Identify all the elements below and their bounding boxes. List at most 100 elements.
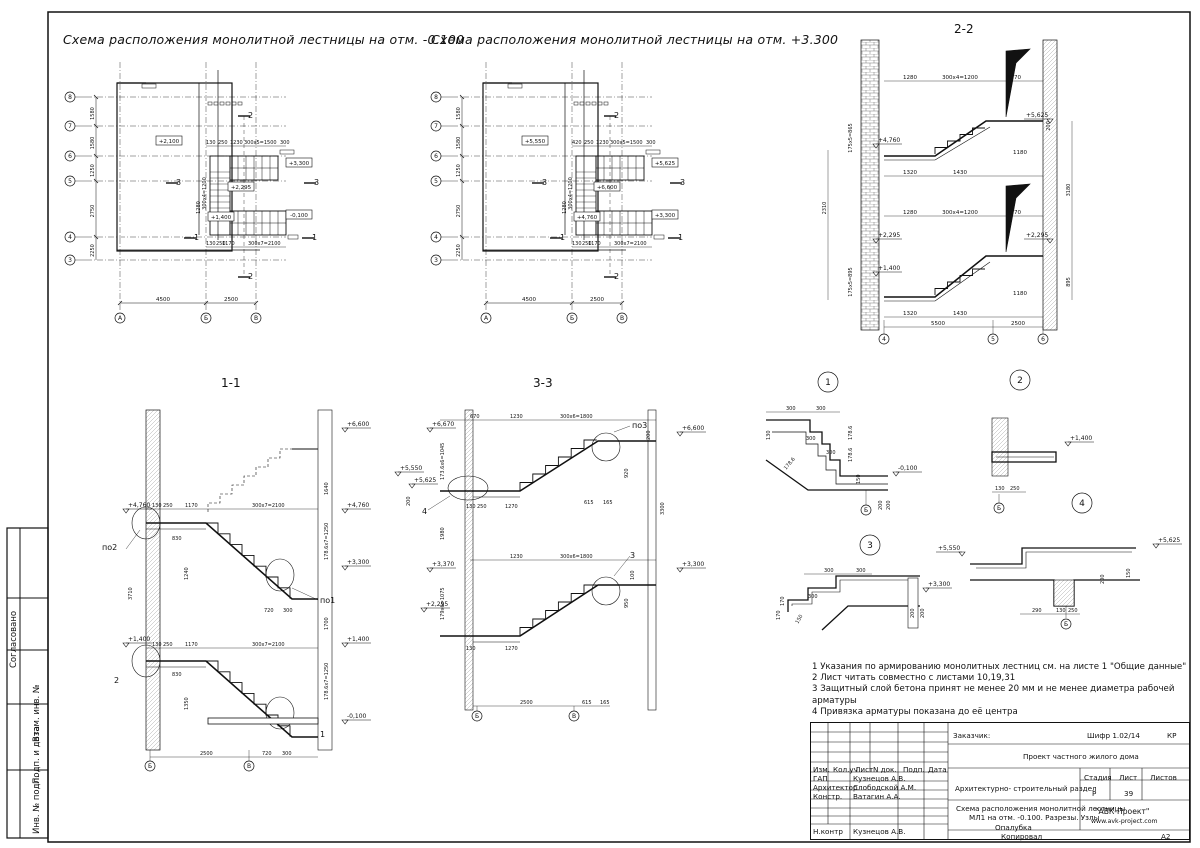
p1-window-cell [213,101,219,106]
s33-node-circle-lower [591,576,621,606]
s11-node-circle-lower [265,696,295,730]
p2-dim-tick [459,94,465,100]
s11-dim-300x7b: 300x7=2100 [252,642,285,648]
p2-level-3: +4,760 [577,215,598,221]
s22-dim-a-upper: 1280 [903,75,917,81]
s22-level-2295a: +2,295 [878,232,900,239]
p1-cut-label-1: 2 [248,272,253,281]
p1-axis-bubble-Б-label: Б [204,315,208,322]
tb-drawing-3: Опалубка [995,823,1032,832]
s11-axis-Б [144,760,156,772]
p1-axis-bubble-4-label: 4 [68,234,72,241]
tb-format: А2 [1161,832,1171,841]
node4-dim-130: 130 [1056,608,1066,614]
p2-window [507,83,523,89]
s33-dim-670: 670 [470,414,480,420]
tb-sheet-head: Лист [1119,773,1138,782]
s33-level-6600: +6,600 [682,425,704,432]
p1-dim-j: 300x4=1200 [202,177,208,210]
s22-axis-5-label: 5 [991,336,995,343]
node4-bubble [1071,492,1093,514]
p1-window-cell [231,101,237,106]
s33-dim-2500: 2500 [520,700,533,706]
p2-window-cell [573,101,579,106]
s33-axis-В-label: В [572,713,576,720]
p2-dim-4500: 4500 [522,297,536,303]
tb-code: Шифр 1.02/14 [1087,731,1140,740]
sheet-border [47,11,1191,843]
p1-dim-f: 1170 [222,241,235,247]
p1-landing [209,155,231,236]
s33-dim-300x6b: 300x6=1800 [560,554,593,560]
note-4: 4 Привязка арматуры показана до её центр… [812,706,1018,717]
s33-node4-ellipse [447,475,489,501]
s11-level-1400a: +1,400 [128,636,150,643]
p1-axis-bubble-А-label: А [118,315,123,322]
stamp-agreed: Согласовано [9,610,19,668]
s22-dim-2310: 2310 [822,202,828,215]
s22-steps-upper [934,127,985,154]
p1-axis-bubble-5-label: 5 [68,178,72,185]
plan1-title: Схема расположения монолитной лестницы н… [63,32,465,47]
note-3: 3 Защитный слой бетона принят не менее 2… [812,684,1175,695]
p1-dim-v: 1250 [90,164,96,177]
node3-dim-200a: 200 [910,608,916,618]
s11-left-wall [145,409,161,751]
p1-dim-tick [203,300,209,306]
s33-dim-179x6: 179x6=1075 [440,587,446,620]
tb-role-norm: Н.контр [813,827,843,836]
p2-dim-c: 1230 [596,140,609,146]
p1-axis-bubble-В-label: В [254,315,258,322]
p1-level-2: +2,295 [231,185,252,191]
p1-dim-tick [117,300,123,306]
s11-level-4760a: +4,760 [128,502,150,509]
p2-level-2: +6,600 [597,185,618,191]
s33-level-6670-mark [426,427,434,433]
node3-rebar [791,579,918,606]
node1-level: -0,100 [898,465,918,472]
p1-dim-h: 130 [206,241,216,247]
s22-dim-e-upper: 1430 [953,170,967,176]
node1-dim-300b: 300 [816,406,826,412]
s33-dim-200: 200 [406,496,412,506]
p2-dim-b: 250 [584,140,594,146]
s11-dim-2500: 2500 [200,751,213,757]
p1-dim-tick [93,123,99,129]
s33-level-6600-mark [676,431,684,437]
s33-level-2295-mark [420,607,428,613]
s22-dim-2500: 2500 [1011,321,1025,327]
general-notes: 1 Указания по армированию монолитных лес… [812,662,1186,718]
s11-dim-1700: 1700 [324,617,330,630]
s11-steps-upper [206,522,291,599]
p1-dim-v: 1580 [90,107,96,120]
s33-dim-3300: 3300 [660,502,666,515]
p2-outer-wall [482,82,599,252]
s33-dim-1270b: 1270 [505,646,518,652]
p1-dim-v: 2750 [90,205,96,218]
p2-dim-e: 300 [646,140,656,146]
s33-dim-1230b: 1230 [510,554,523,560]
node3-bubble-label: 3 [867,541,873,551]
s33-dim-130: 130 [466,504,476,510]
s11-dim-130b: 130 [152,642,162,648]
p2-dim-g: 300x7=2100 [614,241,647,247]
p2-window-cell [591,101,597,106]
p2-axis-bubble-4-label: 4 [434,234,438,241]
p2-level-box [521,135,549,146]
s11-flight-behind [207,448,292,512]
s33-dim-615: 615 [584,500,594,506]
s11-leader-po1 [291,587,319,601]
p1-axis-bubble-Б [200,312,212,324]
s11-dim-130: 130 [152,503,162,509]
s33-axis-Б-label: Б [475,713,479,720]
p1-outer-wall [116,82,233,252]
title-block: Заказчик: Шифр 1.02/14 КР Проект частног… [810,722,1190,841]
s11-axis-В-label: В [247,763,251,770]
s33-dim-250: 250 [477,504,487,510]
tb-stage: Р [1092,789,1097,798]
s22-level-2295b: +2,295 [1026,232,1048,239]
p2-dim-v: 1580 [456,137,462,150]
tb-name-gap: Кузнецов А.В. [853,774,906,783]
p1-level-0: +2,100 [159,139,180,145]
